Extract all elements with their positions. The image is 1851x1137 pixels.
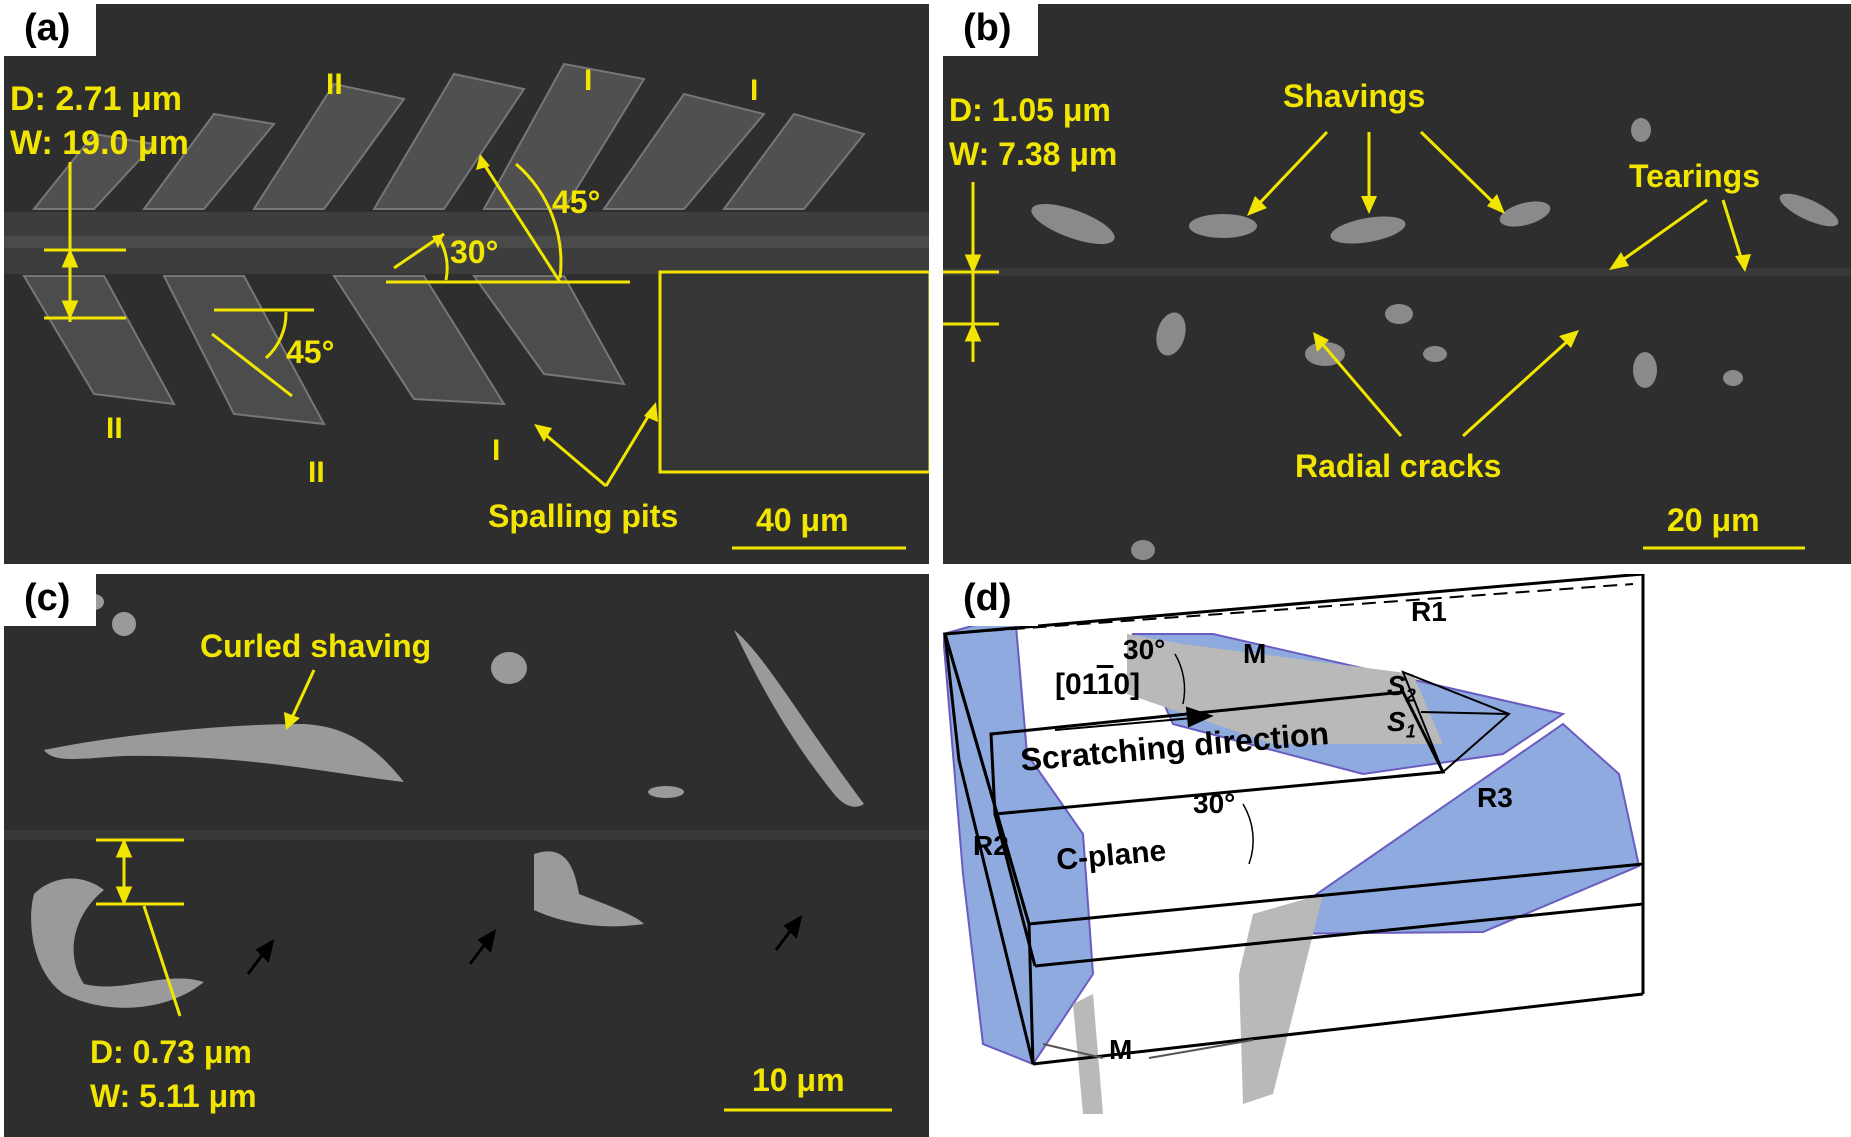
- angle-45-bottom-label: 45°: [286, 334, 335, 370]
- crystal-box: [943, 574, 1645, 1066]
- r3-plane: [1255, 722, 1641, 936]
- panel-c-tag: (c): [4, 574, 97, 626]
- arrowheads-a: [432, 154, 658, 442]
- m-leaders: [1042, 1039, 1254, 1059]
- region-label-i-right: I: [750, 74, 759, 107]
- panel-c-sem-image: (c) Curled shaving D: 0.73 μm W: 5.11 μm…: [4, 574, 929, 1137]
- spalling-pits-label: Spalling pits: [488, 498, 679, 534]
- radial-cracks-label: Radial cracks: [1295, 448, 1502, 484]
- region-label-i-top: I: [584, 64, 593, 97]
- panel-d-drawing: [943, 574, 1645, 1114]
- r3-label: R3: [1477, 782, 1513, 813]
- region-label-ii-left: II: [106, 412, 123, 445]
- depth-label-b: D: 1.05 μm: [949, 92, 1111, 128]
- s2-label: S2: [1387, 670, 1416, 706]
- debris-particles-c: [31, 594, 864, 1008]
- arrowheads-b: [1247, 194, 1751, 352]
- width-label-c: W: 5.11 μm: [90, 1078, 257, 1114]
- hidden-edge: [944, 583, 1634, 635]
- region-label-ii-bottom: II: [308, 456, 325, 489]
- scratch-line-c: [4, 830, 929, 840]
- tool-tip: [1401, 670, 1511, 774]
- panel-b-sem-image: (b) D: 1.05 μm W: 7.38 μm Shavings Teari…: [943, 4, 1851, 564]
- angle-lines: [211, 157, 654, 488]
- panel-d-schematic: (d) 30° M R1 R2 R3 S2 S1 [0110] Scratchi…: [943, 574, 1851, 1137]
- direction-arrow: [1054, 706, 1214, 731]
- panel-d-tag: (d): [943, 574, 1038, 626]
- crystal-direction-label: [0110]: [1055, 668, 1141, 701]
- depth-label-c: D: 0.73 μm: [90, 1034, 252, 1070]
- width-marker-b: [943, 182, 999, 362]
- panel-b-drawing: [943, 118, 1851, 560]
- r1-label: R1: [1411, 596, 1447, 627]
- curled-shaving-label: Curled shaving: [200, 628, 432, 664]
- curled-arrowhead: [284, 712, 300, 730]
- scratch-groove-center: [4, 236, 929, 248]
- angle-30-bottom-label: 30°: [1193, 788, 1236, 819]
- panel-c-drawing: [4, 594, 929, 1112]
- scale-label-a: 40 μm: [756, 502, 849, 538]
- shavings-label: Shavings: [1283, 78, 1426, 114]
- spalling-pit-area: [660, 272, 929, 472]
- region-label-i-bottom: I: [492, 434, 501, 467]
- scratch-line-b: [943, 268, 1851, 276]
- width-marker: [44, 162, 126, 322]
- width-marker-c: [96, 669, 316, 1017]
- s1-label: S1: [1387, 706, 1416, 742]
- arrows-b: [1251, 130, 1745, 438]
- spalling-pit-box: [658, 270, 929, 474]
- scale-label-b: 20 μm: [1667, 502, 1760, 538]
- region-label-ii-top: II: [326, 68, 343, 101]
- m-plane-label-bottom: M: [1109, 1034, 1133, 1065]
- angle-30-top-label: 30°: [1123, 634, 1166, 665]
- debris-particles-b: [1031, 118, 1839, 560]
- tearings-label: Tearings: [1629, 158, 1760, 194]
- flakes-lower: [22, 275, 626, 426]
- panel-a-sem-image: (a) D: 2.71 μm W: 19.0 μm II I I II II I…: [4, 4, 929, 564]
- r2-plane: [943, 612, 1095, 1066]
- m-plane-label-top: M: [1243, 638, 1267, 669]
- r2-label: R2: [973, 830, 1009, 861]
- angle-arc-top: [1174, 653, 1186, 705]
- panel-a-drawing: [4, 62, 929, 550]
- angle-30-label: 30°: [450, 234, 499, 270]
- scale-label-c: 10 μm: [752, 1062, 845, 1098]
- width-label-a: W: 19.0 μm: [10, 124, 189, 162]
- panel-a-tag: (a): [4, 4, 97, 56]
- angle-arc-bottom: [1242, 803, 1254, 865]
- angle-45-top-label: 45°: [552, 184, 601, 220]
- panel-b-tag: (b): [943, 4, 1038, 56]
- black-arrows-c: [246, 915, 803, 975]
- width-label-b: W: 7.38 μm: [949, 136, 1118, 172]
- depth-label-a: D: 2.71 μm: [10, 80, 182, 118]
